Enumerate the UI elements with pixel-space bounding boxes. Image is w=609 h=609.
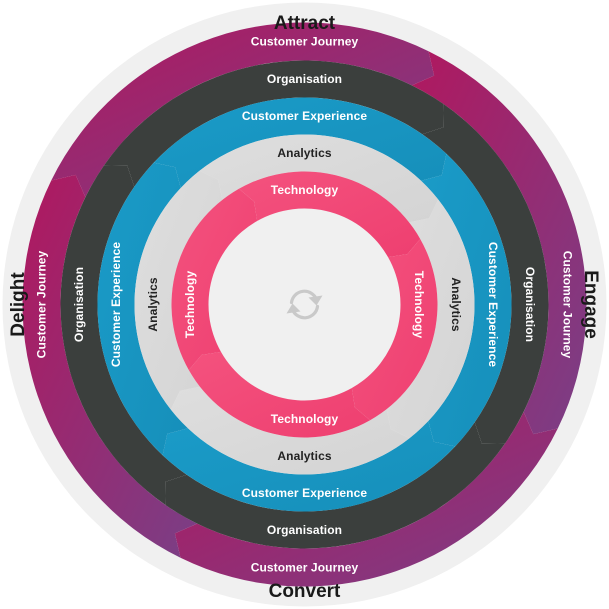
ring-label-experience: Customer Experience — [109, 242, 123, 368]
stage-label-delight: Delight — [8, 272, 29, 337]
ring-analytics-segment — [386, 199, 475, 439]
ring-analytics-segment — [134, 170, 223, 410]
ring-label-journey: Customer Journey — [561, 251, 575, 359]
ring-label-organisation: Organisation — [72, 267, 86, 342]
ring-label-organisation: Organisation — [523, 267, 537, 342]
stage-labels-group: Attract Convert Engage Delight — [8, 13, 601, 602]
ring-organisation-segment — [60, 165, 187, 506]
hub-circle — [218, 218, 391, 391]
cycle-arrows-icon — [286, 289, 323, 320]
ring-journey-segment — [174, 411, 558, 587]
ring-label-technology: Technology — [183, 271, 197, 339]
ring-organisation-segment — [103, 60, 444, 187]
ring-analytics-segment — [170, 386, 410, 475]
stage-label-convert: Convert — [269, 581, 341, 602]
ring-experience-segment — [162, 421, 456, 512]
ring-technology-segment — [188, 351, 371, 438]
ring-label-analytics: Analytics — [277, 449, 331, 463]
ring-experience-segment — [421, 153, 512, 447]
ring-organisation-segment — [165, 422, 506, 549]
ring-journey-segment — [411, 51, 587, 435]
ring-label-technology: Technology — [271, 183, 339, 197]
ring-experience-segment — [97, 162, 188, 456]
ring-label-organisation: Organisation — [267, 72, 342, 86]
ring-experience-segment — [153, 97, 447, 188]
ring-label-technology: Technology — [412, 271, 426, 339]
ring-technology-segment — [351, 238, 438, 421]
ring-journey — [22, 22, 587, 587]
ring-experience — [97, 97, 512, 512]
ring-label-analytics: Analytics — [277, 146, 331, 160]
stage-label-engage: Engage — [580, 270, 601, 339]
ring-organisation-segment — [422, 103, 549, 444]
ring-label-analytics: Analytics — [146, 277, 160, 331]
ring-technology-segment — [171, 188, 258, 371]
ring-journey-segment — [51, 22, 435, 198]
ring-analytics-segment — [199, 134, 439, 223]
ring-label-experience: Customer Experience — [486, 242, 500, 368]
ring-label-journey: Customer Journey — [35, 250, 49, 358]
ring-label-experience: Customer Experience — [242, 109, 368, 123]
ring-technology — [171, 171, 438, 438]
ring-label-organisation: Organisation — [267, 523, 342, 537]
rings-group — [22, 22, 587, 587]
ring-label-analytics: Analytics — [449, 277, 463, 331]
ring-label-journey: Customer Journey — [251, 35, 359, 49]
ring-label-experience: Customer Experience — [242, 486, 368, 500]
ring-analytics — [134, 134, 475, 475]
ring-label-technology: Technology — [271, 412, 339, 426]
ring-journey-segment — [22, 174, 198, 558]
ring-label-journey: Customer Journey — [251, 561, 359, 575]
ring-technology-segment — [238, 171, 421, 258]
hub-group — [218, 218, 391, 391]
ring-organisation — [60, 60, 549, 549]
stage-label-attract: Attract — [274, 13, 336, 34]
